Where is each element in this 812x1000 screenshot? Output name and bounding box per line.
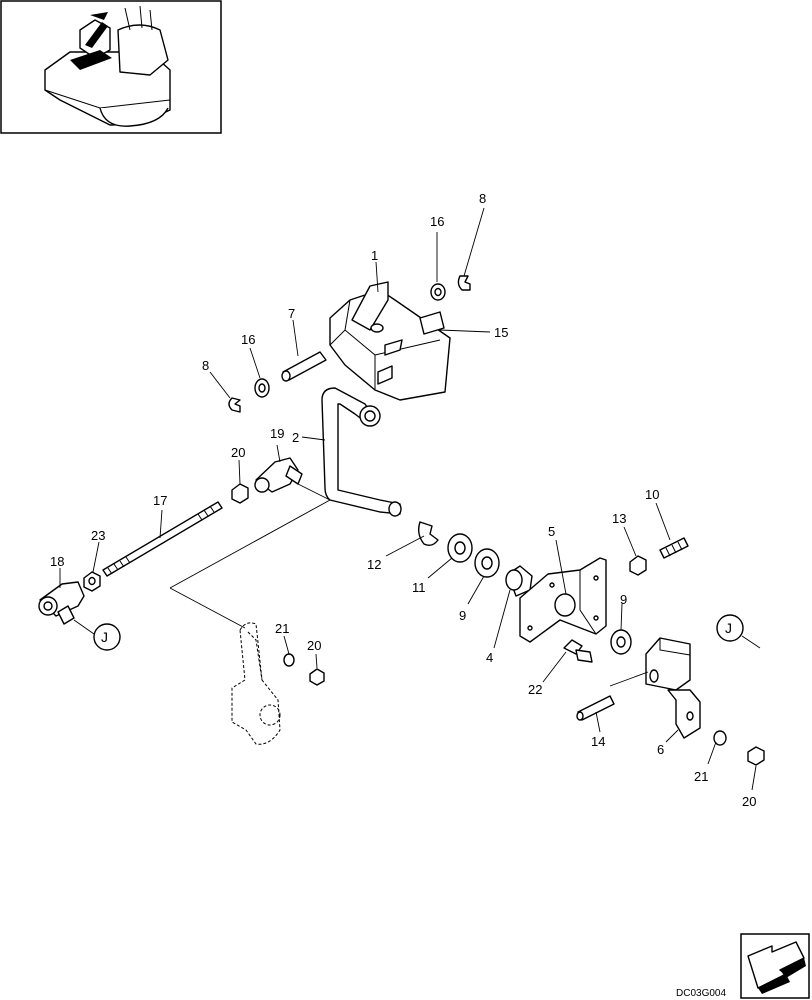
label-6: 6 [657,742,664,757]
label-22: 22 [528,682,542,697]
callout-j-right[interactable] [716,614,744,642]
label-11: 11 [412,580,426,595]
part-10-bolt [659,537,689,559]
label-23: 23 [91,528,105,543]
part-21-washer [283,653,295,667]
label-16: 16 [430,214,444,229]
part-labels: 1 2 4 5 6 7 8 8 9 9 10 11 12 13 14 16 16… [50,191,756,809]
label-8: 8 [202,358,209,373]
part-1-bracket [329,281,451,401]
part-8-clip [457,275,471,291]
part-22-bolt [563,639,593,663]
callout-j-left-text: J [101,629,108,645]
label-5: 5 [548,524,555,539]
label-4: 4 [486,650,493,665]
part-7-pin [281,351,327,382]
part-2-pedal-lever [321,387,402,517]
part-12-snap-ring [417,521,439,547]
label-16: 16 [241,332,255,347]
label-18: 18 [50,554,64,569]
part-6-block-bracket [645,637,701,739]
label-7: 7 [288,306,295,321]
label-20: 20 [231,445,245,460]
dashed-reference-linkage [169,483,331,745]
label-17: 17 [153,493,167,508]
part-5-mounting-plate [519,557,607,643]
callout-j-left[interactable] [93,623,121,651]
part-20-nut [309,668,325,686]
part-17-threaded-rod [102,501,223,577]
label-10: 10 [645,487,659,502]
label-19: 19 [270,426,284,441]
label-15: 15 [494,325,508,340]
label-2: 2 [292,430,299,445]
label-20: 20 [742,794,756,809]
label-12: 12 [367,557,381,572]
label-20: 20 [307,638,321,653]
part-18-rod-end [38,581,85,625]
label-13: 13 [612,511,626,526]
part-13-nut [629,555,647,576]
label-1: 1 [371,248,378,263]
label-21: 21 [275,621,289,636]
part-4-bushing [505,565,533,597]
part-8-clip [228,397,241,413]
part-20-nut [747,746,765,766]
label-9: 9 [459,608,466,623]
drawing-code: DC03G004 [676,988,726,999]
next-page-arrow-icon[interactable] [740,933,810,999]
part-21-washer [713,730,727,746]
part-20-nut [231,483,249,504]
label-8: 8 [479,191,486,206]
leader-lines [59,207,757,791]
label-21: 21 [694,769,708,784]
part-14-pin [576,695,615,721]
part-19-rod-end [254,457,303,493]
label-14: 14 [591,734,605,749]
callout-j-right-text: J [725,620,732,636]
label-9: 9 [620,592,627,607]
machine-thumbnail-icon[interactable] [0,0,222,134]
